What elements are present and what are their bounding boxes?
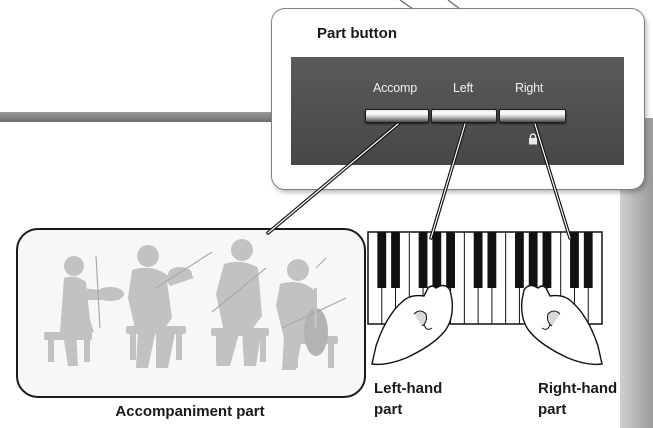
lock-icon [529,133,537,145]
callout-title: Part button [317,25,397,42]
right-button[interactable] [499,109,566,123]
keyboard-illustration [367,231,603,366]
string-quartet-illustration [44,239,347,370]
black-key [528,232,538,288]
device-edge [0,112,300,122]
black-key [377,232,387,288]
black-key [418,232,428,288]
accomp-button[interactable] [365,109,429,123]
black-key [446,232,455,288]
black-key [542,232,552,288]
black-key [391,232,400,288]
left-hand-part-label: Left-hand part [374,378,442,420]
left-hand-part-text: Left-hand part [374,380,443,418]
right-button-label: Right [515,81,544,95]
right-hand-part-label: Right-hand part [538,378,617,420]
left-button[interactable] [431,109,497,123]
accomp-button-label: Accomp [373,81,417,95]
black-key [473,232,483,288]
accompaniment-part-label: Accompaniment part [115,403,265,420]
black-key [432,232,442,288]
black-key [583,232,593,288]
black-key [487,232,497,288]
right-hand-part-text: Right-hand part [538,380,618,418]
left-button-label: Left [453,81,474,95]
black-key [570,232,579,288]
black-key [515,232,524,288]
